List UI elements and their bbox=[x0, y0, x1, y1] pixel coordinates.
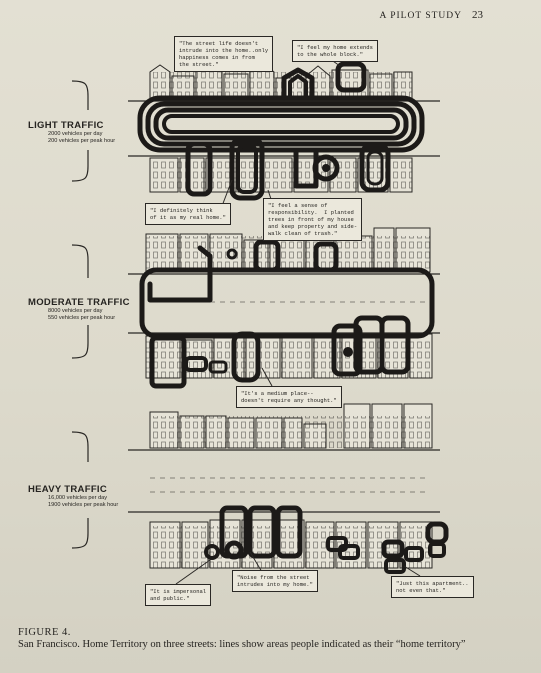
street-brackets bbox=[71, 80, 89, 549]
heavy-territory-lines bbox=[204, 505, 449, 574]
quote-impersonal: "It is impersonal and public." bbox=[145, 584, 212, 606]
heavy-street bbox=[128, 403, 449, 585]
quote-medium-place: "It's a medium place-- doesn't require a… bbox=[236, 386, 342, 408]
figure-number: FIGURE 4. bbox=[18, 627, 71, 638]
bracket-light-bottom bbox=[71, 150, 89, 182]
street-heavy-title: HEAVY TRAFFIC bbox=[28, 484, 108, 495]
street-light-peak: 200 vehicles per peak hour bbox=[48, 138, 116, 144]
street-moderate-title: MODERATE TRAFFIC bbox=[28, 297, 130, 308]
heavy-top-buildings bbox=[149, 403, 433, 449]
bracket-heavy-top bbox=[71, 431, 89, 462]
light-territory-lines bbox=[137, 61, 425, 201]
quote-responsibility: "I feel a sense of responsibility. I pla… bbox=[263, 198, 363, 241]
street-light-daily: 2000 vehicles per day bbox=[48, 131, 103, 137]
moderate-street bbox=[128, 227, 440, 389]
page-number: 23 bbox=[472, 9, 483, 21]
street-heavy-daily: 16,000 vehicles per day bbox=[48, 495, 108, 501]
street-moderate-peak: 550 vehicles per peak hour bbox=[48, 315, 116, 321]
quote-street-life: "The street life doesn't intrude into th… bbox=[174, 36, 274, 72]
quote-home-extends: "I feel my home extends to the whole blo… bbox=[292, 40, 378, 62]
bracket-moderate-top bbox=[71, 244, 89, 278]
figure-caption-text: San Francisco. Home Territory on three s… bbox=[18, 639, 466, 650]
figure-caption: FIGURE 4. San Francisco. Home Territory … bbox=[18, 627, 528, 651]
moderate-territory-lines bbox=[139, 239, 435, 389]
bracket-light-top bbox=[71, 80, 89, 110]
bracket-heavy-bottom bbox=[71, 518, 89, 549]
light-street bbox=[128, 45, 440, 207]
street-label-heavy: HEAVY TRAFFIC 16,000 vehicles per day 19… bbox=[28, 484, 118, 509]
street-label-light: LIGHT TRAFFIC 2000 vehicles per day 200 … bbox=[28, 120, 115, 145]
running-head-title: A PILOT STUDY bbox=[379, 11, 462, 21]
quote-noise: "Noise from the street intrudes into my … bbox=[232, 570, 318, 592]
street-moderate-daily: 8000 vehicles per day bbox=[48, 308, 103, 314]
street-light-title: LIGHT TRAFFIC bbox=[28, 120, 104, 131]
bracket-moderate-bottom bbox=[71, 325, 89, 359]
street-heavy-peak: 1900 vehicles per peak hour bbox=[48, 502, 119, 508]
quote-just-apartment: "Just this apartment.. not even that." bbox=[391, 576, 474, 598]
quote-real-home: "I definitely think of it as my real hom… bbox=[145, 203, 231, 225]
running-head: A PILOT STUDY 23 bbox=[380, 9, 484, 21]
street-label-moderate: MODERATE TRAFFIC 8000 vehicles per day 5… bbox=[28, 297, 130, 322]
